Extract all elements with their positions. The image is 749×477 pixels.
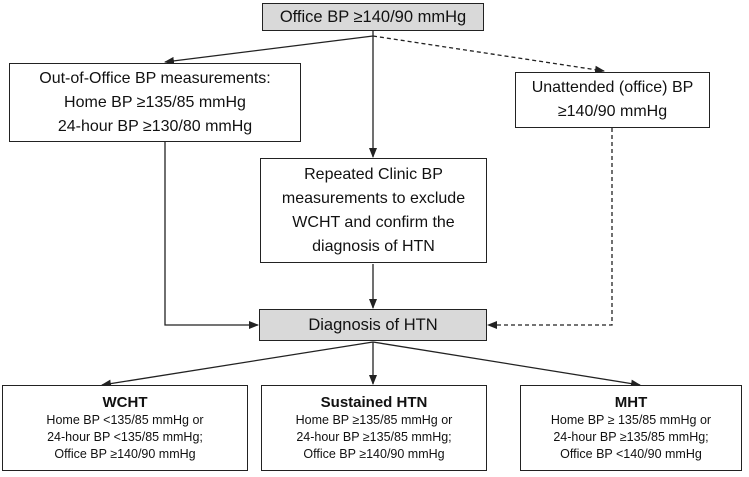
sustained-htn-office-bp: Office BP ≥140/90 mmHg xyxy=(303,447,445,461)
repeated-clinic-box: Repeated Clinic BP measurements to exclu… xyxy=(260,158,487,263)
arrow-diagnosis-to-wcht xyxy=(101,341,374,388)
sustained-htn-box: Sustained HTN Home BP ≥135/85 mmHg or 24… xyxy=(261,385,487,471)
out-of-office-home-bp: Home BP ≥135/85 mmHg xyxy=(64,93,246,111)
repeated-clinic-line-4: diagnosis of HTN xyxy=(312,237,435,255)
sustained-htn-title: Sustained HTN xyxy=(320,394,428,411)
repeated-clinic-line-2: measurements to exclude xyxy=(281,189,466,207)
wcht-office-bp: Office BP ≥140/90 mmHg xyxy=(54,447,196,461)
repeated-clinic-line-3: WCHT and confirm the xyxy=(292,213,455,231)
mht-home-bp: Home BP ≥ 135/85 mmHg or xyxy=(550,413,712,427)
sustained-htn-24h-bp: 24-hour BP ≥135/85 mmHg; xyxy=(296,430,452,444)
mht-box: MHT Home BP ≥ 135/85 mmHg or 24-hour BP … xyxy=(520,385,742,471)
wcht-home-bp: Home BP <135/85 mmHg or xyxy=(46,413,204,427)
unattended-box: Unattended (office) BP ≥140/90 mmHg xyxy=(515,72,710,128)
arrow-unattended-to-diagnosis xyxy=(487,128,613,329)
wcht-24h-bp: 24-hour BP <135/85 mmHg; xyxy=(47,430,203,444)
diagnosis-label: Diagnosis of HTN xyxy=(308,316,438,334)
unattended-line-1: Unattended (office) BP xyxy=(531,79,694,96)
office-bp-label: Office BP ≥140/90 mmHg xyxy=(279,8,467,26)
mht-office-bp: Office BP <140/90 mmHg xyxy=(560,447,702,461)
office-bp-box: Office BP ≥140/90 mmHg xyxy=(262,3,484,31)
arrow-office-to-unattended xyxy=(372,35,605,74)
arrow-office-to-out-of-office xyxy=(164,35,374,65)
arrow-out-of-office-to-diagnosis xyxy=(164,142,259,329)
unattended-line-2: ≥140/90 mmHg xyxy=(557,103,668,120)
wcht-title: WCHT xyxy=(102,394,148,411)
sustained-htn-home-bp: Home BP ≥135/85 mmHg or xyxy=(295,413,453,427)
wcht-box: WCHT Home BP <135/85 mmHg or 24-hour BP … xyxy=(2,385,248,471)
arrow-diagnosis-to-mht xyxy=(372,341,641,388)
mht-title: MHT xyxy=(614,394,648,411)
mht-24h-bp: 24-hour BP ≥135/85 mmHg; xyxy=(553,430,709,444)
out-of-office-24h-bp: 24-hour BP ≥130/80 mmHg xyxy=(57,117,253,135)
out-of-office-box: Out-of-Office BP measurements: Home BP ≥… xyxy=(9,63,301,142)
out-of-office-title: Out-of-Office BP measurements: xyxy=(39,69,271,87)
diagnosis-box: Diagnosis of HTN xyxy=(259,309,487,341)
repeated-clinic-line-1: Repeated Clinic BP xyxy=(304,165,443,183)
